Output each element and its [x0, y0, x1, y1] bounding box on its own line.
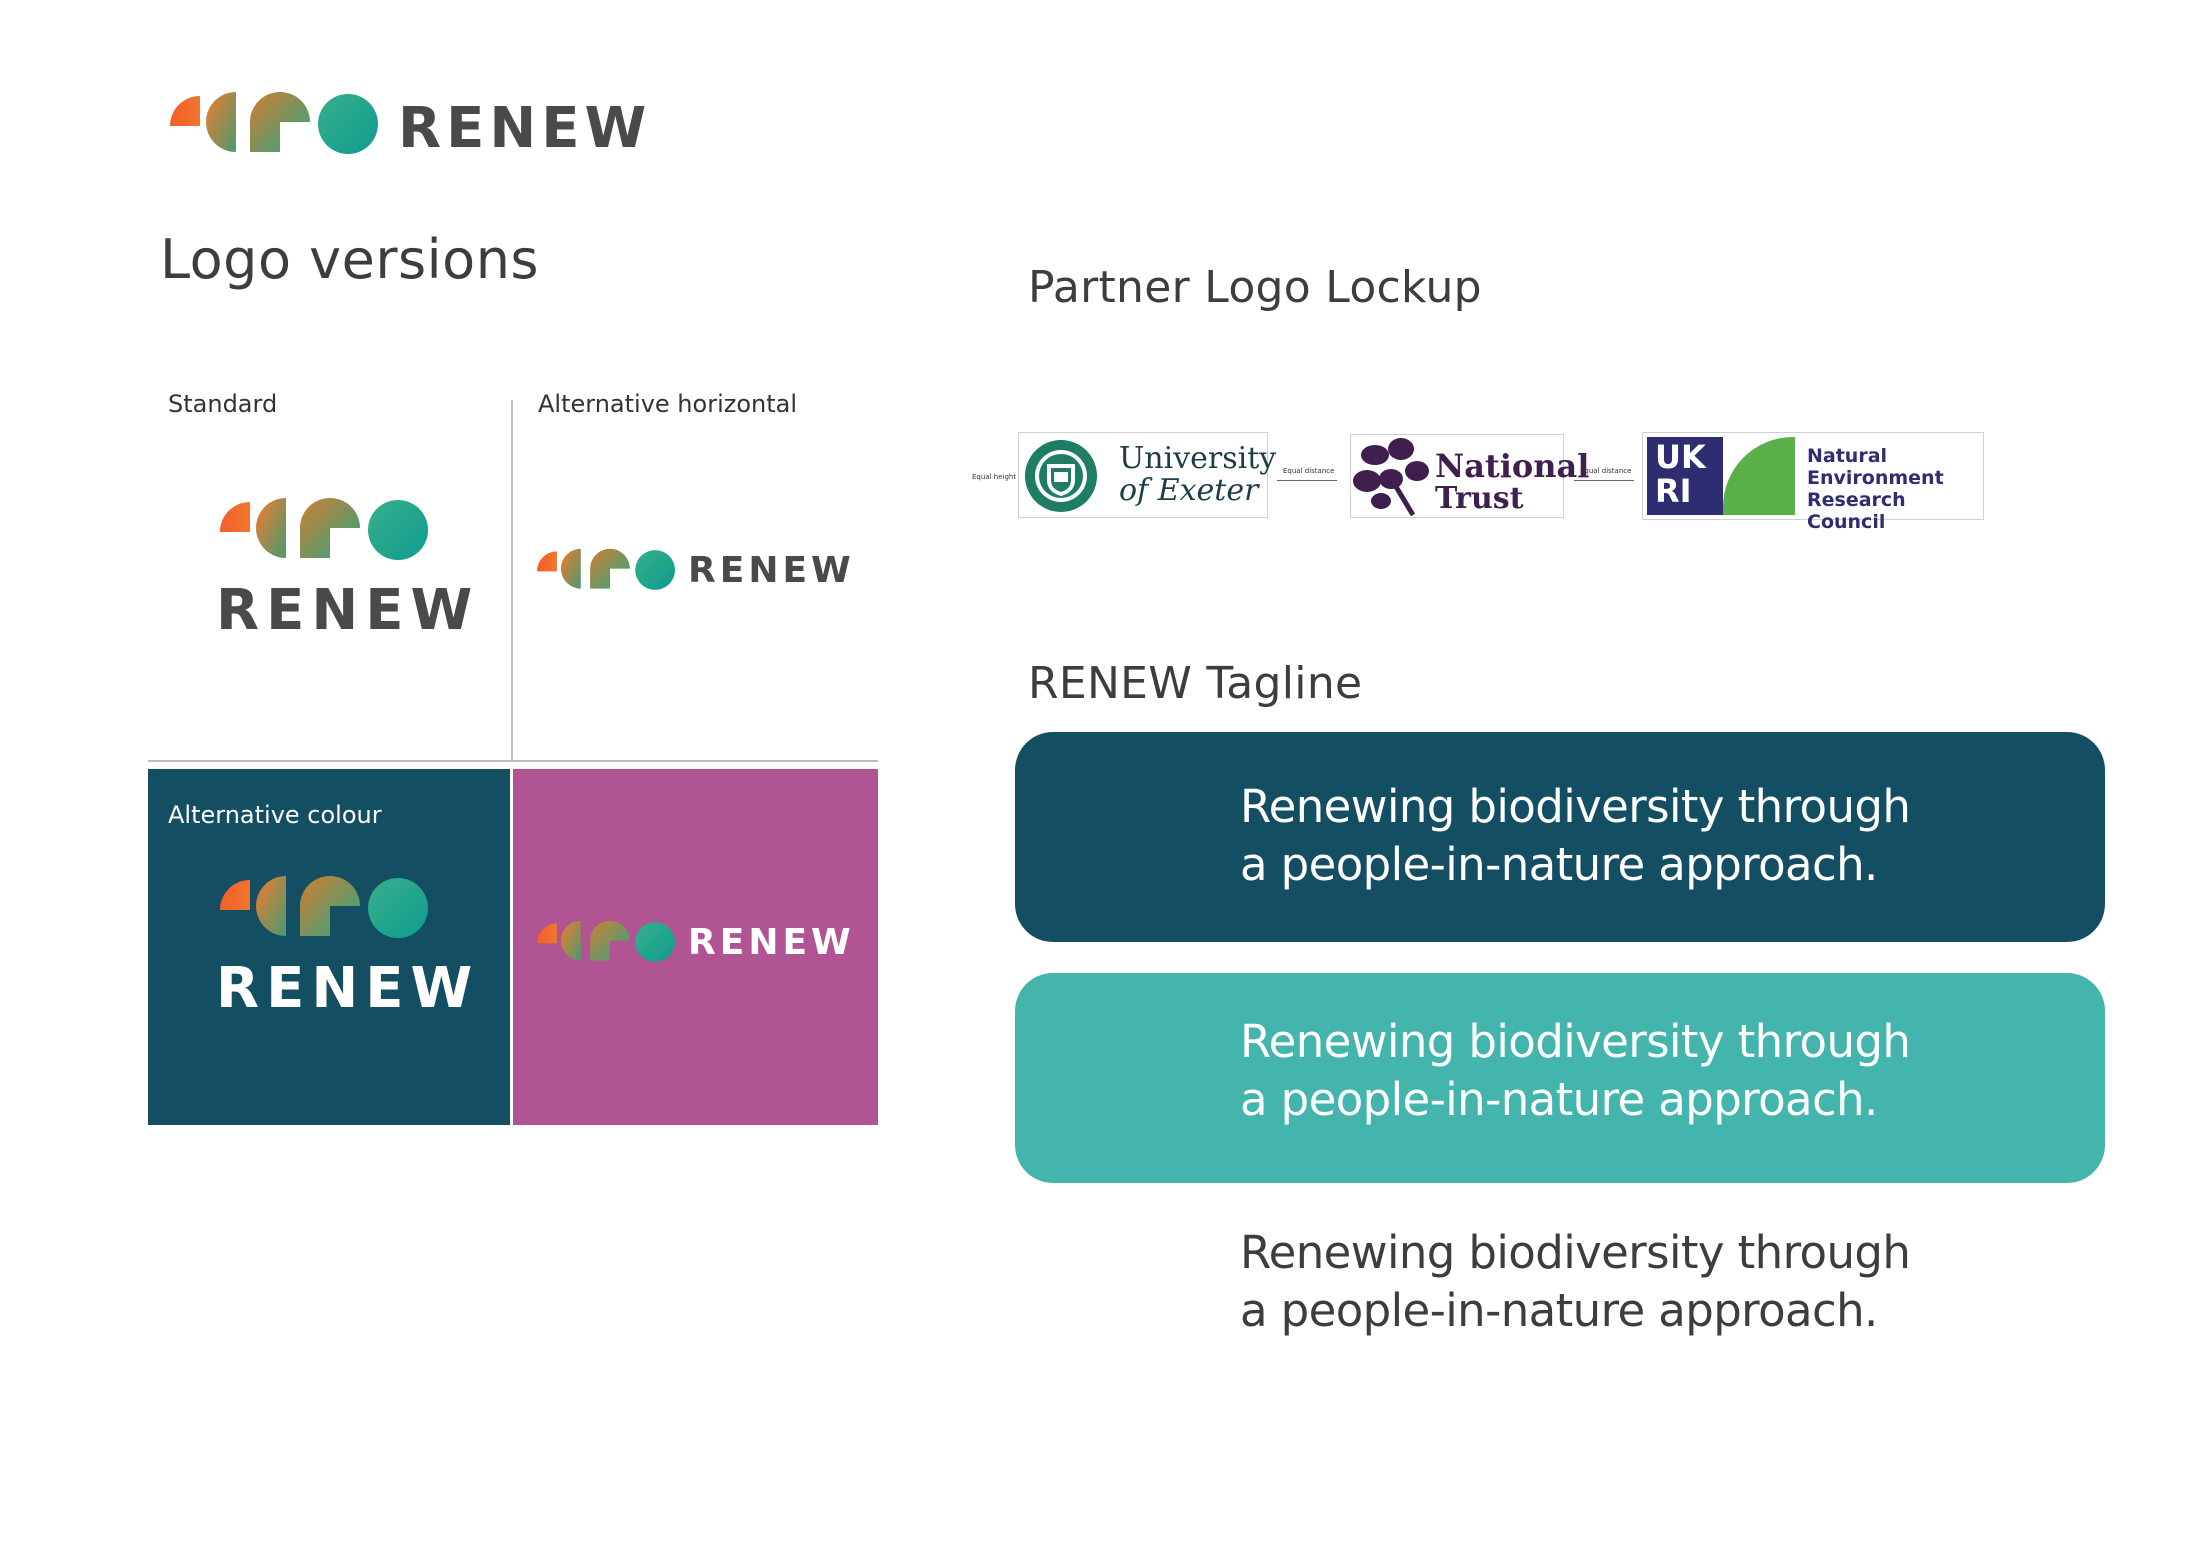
oak-leaf-icon: [1353, 438, 1429, 517]
renew-logo-mark-header: [170, 92, 378, 154]
nerc-line2: Environment: [1807, 467, 1944, 489]
nerc-line1: Natural: [1807, 445, 1888, 467]
renew-logo-mark-standard: [220, 498, 428, 560]
ukri-mark-top: UK: [1655, 438, 1706, 476]
equal-height-note: Equal height: [972, 473, 1017, 481]
tagline-plain-line1: Renewing biodiversity through: [1240, 1226, 1911, 1279]
tagline-dark-line1: Renewing biodiversity through: [1240, 780, 1911, 833]
alt-horizontal-label: Alternative horizontal: [538, 390, 798, 418]
renew-wordmark-magenta: RENEW: [688, 922, 855, 963]
partner-lockup-heading: Partner Logo Lockup: [1028, 262, 1482, 313]
exeter-name-line2: of Exeter: [1119, 473, 1259, 508]
grid-divider-vertical: [511, 400, 513, 760]
renew-logo-mark-magenta: [537, 920, 676, 962]
tagline-dark-line2: a people-in-nature approach.: [1240, 838, 1878, 891]
logo-versions-heading: Logo versions: [160, 228, 540, 291]
exeter-seal-icon: [1025, 440, 1097, 512]
renew-wordmark-header: RENEW: [398, 96, 652, 161]
equal-distance-note-1: Equal distance: [1283, 467, 1335, 475]
partner-logo-national-trust: National Trust: [1350, 434, 1589, 518]
tagline-plain-line2: a people-in-nature approach.: [1240, 1284, 1878, 1337]
exeter-name-line1: University: [1119, 441, 1277, 476]
tagline-light-box: [1015, 973, 2105, 1183]
renew-logo-mark-navy: [220, 876, 428, 938]
renew-logo-mark-horizontal: [537, 548, 676, 590]
ukri-green-block: [1723, 437, 1795, 515]
tagline-heading: RENEW Tagline: [1028, 658, 1363, 709]
national-trust-line1: National: [1435, 447, 1590, 485]
renew-wordmark-horizontal: RENEW: [688, 550, 855, 591]
ukri-mark: UK RI: [1647, 437, 1723, 515]
nerc-line3: Research Council: [1807, 489, 1906, 533]
alt-colour-label: Alternative colour: [168, 801, 382, 829]
alt-colour-navy-panel: [148, 769, 510, 1125]
national-trust-line2: Trust: [1435, 481, 1524, 516]
ukri-mark-bottom: RI: [1655, 472, 1692, 510]
tagline-light-line1: Renewing biodiversity through: [1240, 1015, 1911, 1068]
spacing-dash-2: [1574, 480, 1634, 481]
partner-logo-exeter: University of Exeter: [1018, 432, 1276, 518]
spacing-dash-1: [1277, 480, 1337, 481]
standard-label: Standard: [168, 390, 278, 418]
partner-logo-ukri-nerc: UK RI Natural Environment Research Counc…: [1642, 432, 1984, 533]
grid-divider-horizontal: [148, 760, 878, 762]
tagline-light-line2: a people-in-nature approach.: [1240, 1073, 1878, 1126]
renew-wordmark-navy: RENEW: [216, 956, 480, 1021]
equal-distance-note-2: Equal distance: [1580, 467, 1632, 475]
renew-wordmark-standard: RENEW: [216, 578, 480, 643]
tagline-dark-box: [1015, 732, 2105, 942]
